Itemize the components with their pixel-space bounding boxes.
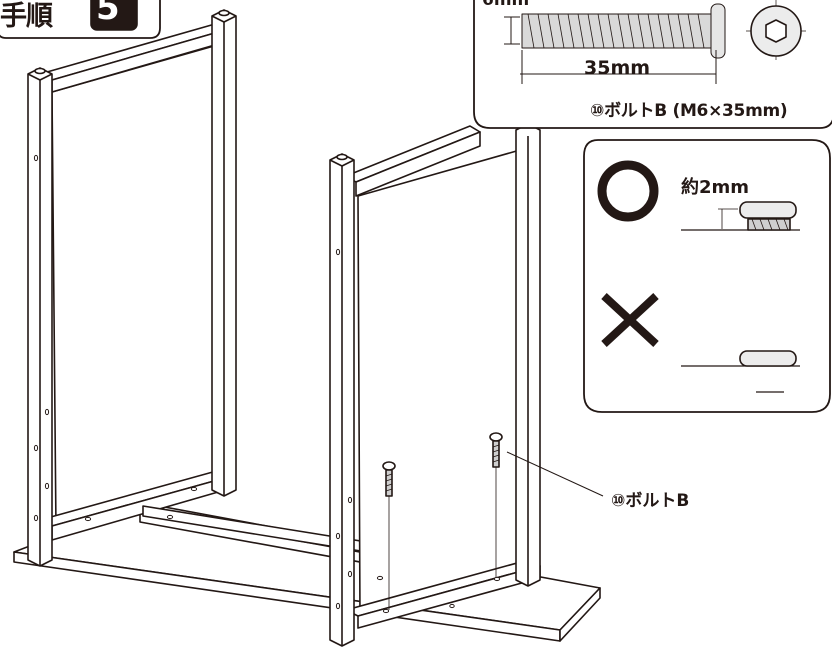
callout-leader-line [506,451,604,497]
step-label: 手順 [0,1,53,32]
bolt-part-caption: ⑩ボルトB (M6×35mm) [590,101,788,121]
bolt-diameter-label: 6mm [482,0,530,10]
incorrect-cross-icon [601,293,659,347]
bolt-b-left [382,461,396,610]
incorrect-example [601,293,800,393]
incorrect-symbol: × [612,300,613,301]
step-number: 5 [96,0,120,28]
left-side-frame [27,9,237,567]
step-number-box [90,0,138,31]
bolt-callout-label: ⑩ボルトB [611,491,690,511]
correct-circle-icon [597,160,659,222]
gap-label: 約2mm [681,177,750,198]
bolt-head-view [750,5,802,57]
bolt-b-right [489,432,503,578]
correct-symbol: ○ [612,168,613,169]
bolt-holes [33,154,501,614]
right-side-frame [329,123,541,647]
correct-example [597,160,800,231]
bolt-length-label: 35mm [584,57,651,79]
